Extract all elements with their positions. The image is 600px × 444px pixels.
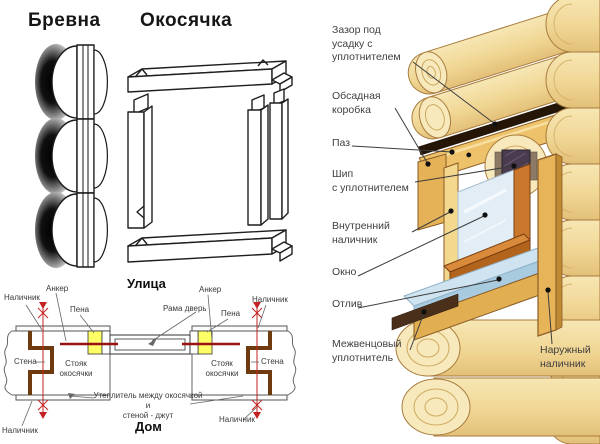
outer-trim-board xyxy=(537,153,563,337)
label-anker-left: Анкер xyxy=(46,284,69,293)
jute-joint-left xyxy=(28,331,54,395)
label-insulation: Утеплитель между окосячкой и стеной - дж… xyxy=(93,391,203,420)
foam-block-left xyxy=(87,330,103,355)
label-pena-left: Пена xyxy=(70,305,90,314)
casing-exploded-drawing xyxy=(127,59,293,263)
jute-joint-right xyxy=(246,331,272,395)
label-mezh: Межвенцовый уплотнитель xyxy=(332,338,402,364)
house-label: Дом xyxy=(135,419,162,434)
label-paz: Паз xyxy=(332,137,351,149)
logs-title: Бревна xyxy=(28,10,101,31)
lower-left-logs xyxy=(395,319,600,437)
log-wall-window-3d-drawing xyxy=(351,0,600,444)
label-nalichnik-top-left: Наличник xyxy=(4,293,40,302)
detail-leader-lines xyxy=(351,61,553,351)
nail-lines xyxy=(37,302,263,419)
label-naruzh: Наружный наличник xyxy=(540,344,591,370)
label-otliv: Отлив xyxy=(332,298,363,310)
label-vnutr: Внутренний наличник xyxy=(332,220,390,246)
label-zazor: Зазор под усадку с уплотнителем xyxy=(332,24,401,64)
trim-board-bottom-left xyxy=(15,394,111,401)
label-nalichnik-top-right: Наличник xyxy=(252,295,288,304)
label-stoyak-right: Стояк окосячки xyxy=(205,359,239,378)
street-label: Улица xyxy=(127,276,166,291)
label-pena-right: Пена xyxy=(221,309,241,318)
plan-leader-lines xyxy=(21,292,267,427)
logs-and-casing-drawing xyxy=(35,44,293,268)
label-stoyak-left: Стояк окосячки xyxy=(59,359,93,378)
trim-board-bottom-right xyxy=(191,394,288,401)
plan-section-drawing xyxy=(3,292,297,427)
label-stena-right: Стена xyxy=(261,357,284,366)
label-korobka: Обсадная коробка xyxy=(332,90,381,116)
plan-walls xyxy=(3,325,297,401)
casing-title: Окосячка xyxy=(140,10,233,31)
label-stena-left: Стена xyxy=(14,357,37,366)
logs-profile-drawing xyxy=(35,44,109,268)
foam-block-right xyxy=(197,330,213,355)
label-nalichnik-bottom-right: Наличник xyxy=(219,415,255,424)
label-nalichnik-bottom-left: Наличник xyxy=(2,426,38,435)
label-rama: Рама дверь xyxy=(163,304,207,313)
label-ship: Шип с уплотнителем xyxy=(332,168,409,194)
trim-board-top-right xyxy=(191,325,288,332)
casing-post xyxy=(417,153,447,231)
label-okno: Окно xyxy=(332,266,357,278)
label-anker-right: Анкер xyxy=(199,285,222,294)
